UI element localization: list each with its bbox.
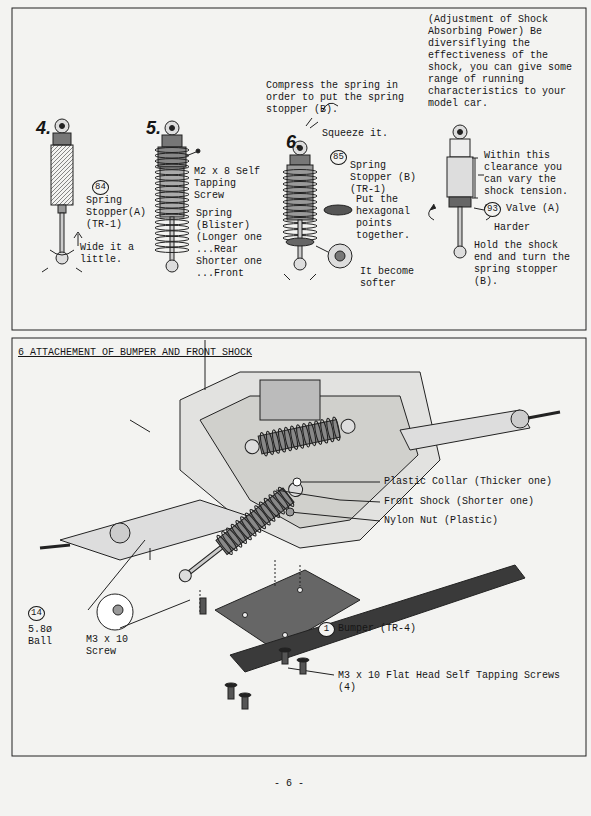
part-name: Spring (Blister) (Longer one ...Rear Sho…	[196, 208, 280, 280]
spring-coil	[155, 153, 189, 158]
step-number: 6.	[286, 132, 301, 152]
part-name: Front Shock (Shorter one)	[384, 496, 534, 508]
spring-coil	[155, 231, 189, 236]
spring-coil	[155, 148, 189, 153]
note: Hold the shock end and turn the spring s…	[474, 240, 582, 288]
note: (Adjustment of Shock Absorbing Power) Be…	[428, 14, 582, 110]
note: Put the hexagonal points together.	[356, 194, 432, 242]
part-name: M2 x 8 Self Tapping Screw	[194, 166, 268, 202]
spring-coil	[155, 220, 189, 225]
spring-stopper-b	[324, 205, 352, 215]
spring-coil	[155, 225, 189, 230]
spring-coil	[155, 203, 189, 208]
spring-coil	[283, 194, 317, 199]
part-name: Nylon Nut (Plastic)	[384, 515, 498, 527]
bumper	[200, 560, 525, 709]
step-number: 4.	[36, 118, 51, 138]
rear-shock	[243, 413, 358, 460]
part-name: Bumper (TR-4)	[338, 623, 416, 635]
spring-coil	[331, 417, 341, 442]
note: Harder	[494, 222, 530, 234]
part-name: Valve (A)	[506, 203, 560, 215]
note: Within this clearance you can vary the s…	[484, 150, 580, 198]
top-panel-frame	[12, 8, 586, 330]
front-shock	[173, 476, 308, 589]
spring-coil	[155, 164, 189, 169]
spring-coil	[155, 242, 189, 247]
spring-coil	[155, 192, 189, 197]
part-name: Spring Stopper (B) (TR-1)	[350, 160, 432, 196]
spring-coil	[283, 212, 317, 217]
note: It become softer	[360, 266, 434, 290]
bottom-panel-frame	[12, 338, 586, 756]
spring-coil	[155, 175, 189, 180]
part-name: 5.8ø Ball	[28, 624, 68, 648]
spring-coil	[155, 159, 189, 164]
spring-coil	[283, 182, 317, 187]
chassis	[40, 340, 560, 560]
shock-adjust	[429, 125, 492, 258]
spring-coil	[155, 181, 189, 186]
note: Squeeze it.	[322, 128, 388, 140]
shock-step4	[42, 119, 82, 272]
spring-coil	[283, 176, 317, 181]
spring-coil	[155, 214, 189, 219]
spring-coil	[283, 188, 317, 193]
step-number: 5.	[146, 118, 161, 138]
spring-coil	[155, 198, 189, 203]
shock-step5	[155, 121, 200, 272]
spring-coil	[155, 209, 189, 214]
part-name: M3 x 10 Flat Head Self Tapping Screws (4…	[338, 670, 578, 694]
spring-coil	[155, 236, 189, 241]
spring-coil	[155, 170, 189, 175]
part-name: Spring Stopper(A) (TR-1)	[86, 195, 162, 231]
part-name: Plastic Collar (Thicker one)	[384, 476, 552, 488]
callout-number: 1	[318, 622, 335, 637]
note: Compress the spring in order to put the …	[266, 80, 432, 116]
spring-coil	[155, 248, 189, 253]
callout-number: 14	[28, 606, 45, 621]
note: Wide it a little.	[80, 242, 142, 266]
leader-lines	[88, 478, 380, 675]
callout-number: 93	[484, 202, 501, 217]
part-name: M3 x 10 Screw	[86, 634, 136, 658]
section-heading: 6 ATTACHEMENT OF BUMPER AND FRONT SHOCK	[18, 347, 252, 359]
spring-coil	[283, 170, 317, 175]
spring-coil	[155, 186, 189, 191]
spring-coil	[283, 206, 317, 211]
callout-number: 84	[92, 180, 109, 195]
callout-number: 85	[330, 150, 347, 165]
page-number: - 6 -	[274, 778, 304, 790]
spring-coil	[283, 200, 317, 205]
